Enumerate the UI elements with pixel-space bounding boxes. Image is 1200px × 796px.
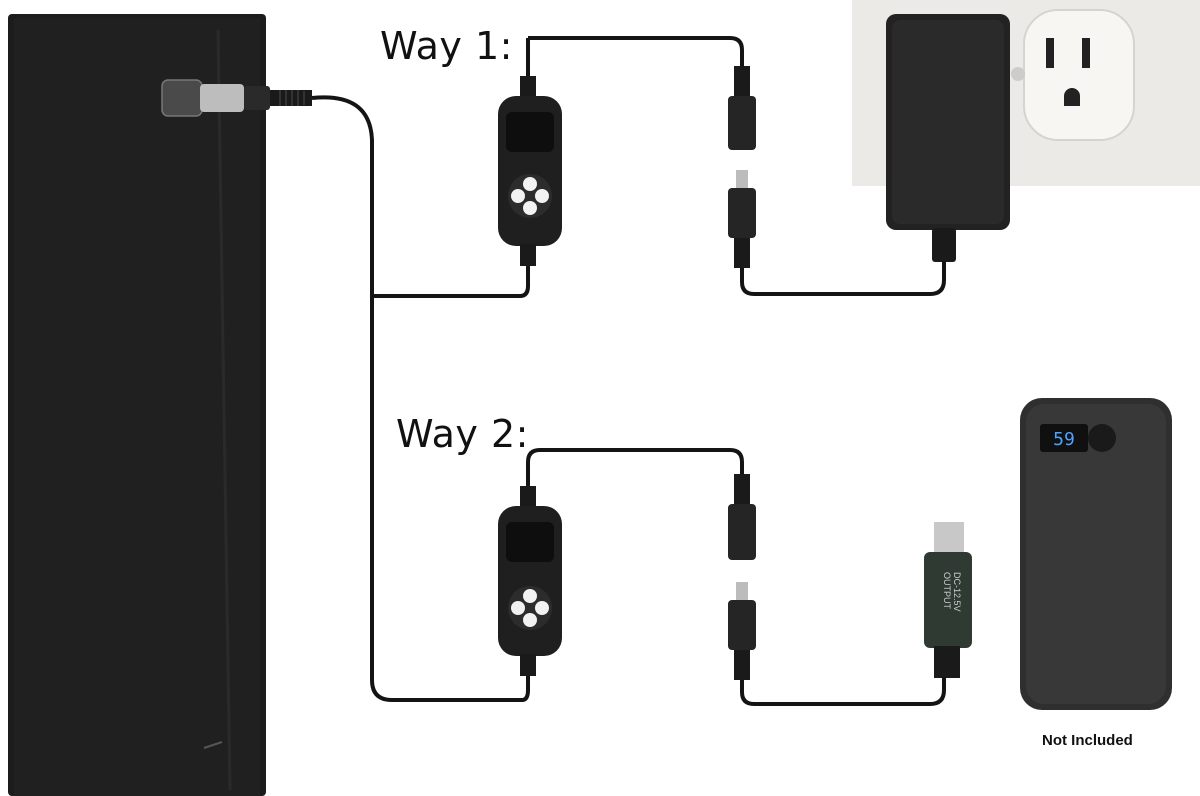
power-bank: 59 [1020,398,1172,710]
way-2-label: Way 2: [396,412,529,456]
way-1-label: Way 1: [380,24,513,68]
dc-female-connector-1 [728,66,756,150]
mat-cable [270,90,530,702]
usb-module-label-2: DC-12.5V [952,572,962,612]
mat-cable-ribs [279,90,305,106]
controller-1 [498,36,744,266]
controller-2 [498,448,744,676]
heat-mat [8,14,270,796]
dc-male-connector-1 [728,170,946,296]
power-bank-display: 59 [1053,429,1075,450]
dc-male-connector-2 [728,582,946,706]
usb-module-label-1: OUTPUT [942,572,952,610]
usb-boost-module: OUTPUT DC-12.5V [924,522,972,678]
not-included-label: Not Included [1042,732,1133,749]
power-adapter [886,14,1010,262]
dc-female-connector-2 [728,474,756,560]
